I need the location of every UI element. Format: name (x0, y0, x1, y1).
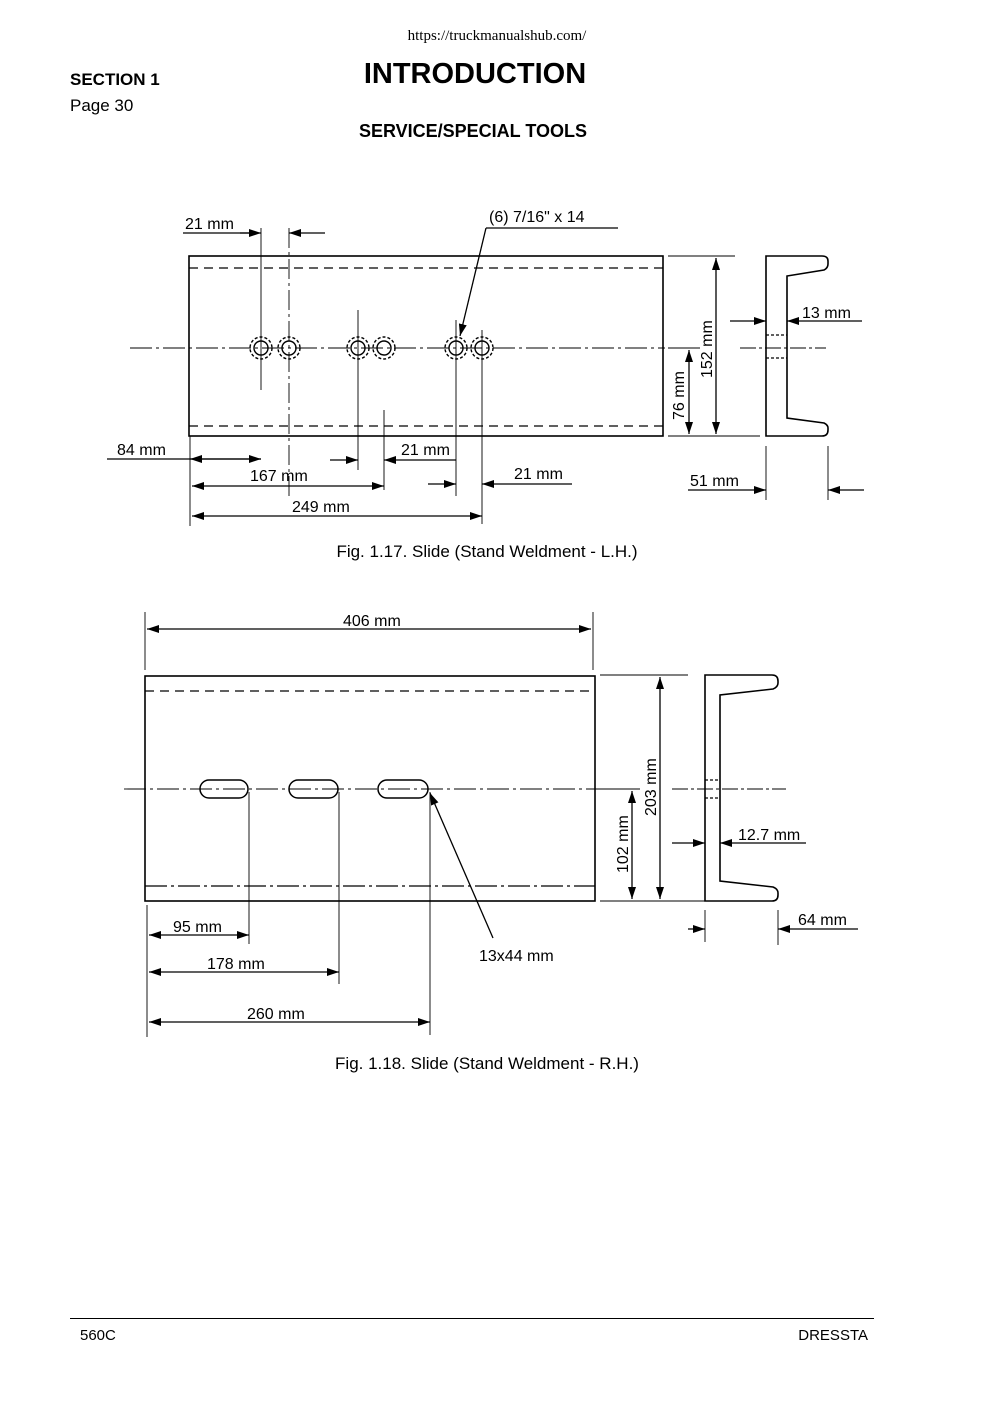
lh-dim-76: 76 mm (671, 371, 688, 420)
lh-plate (188, 255, 664, 437)
rh-slot-label: 13x44 mm (479, 948, 554, 965)
lh-dim-21-right: 21 mm (514, 466, 563, 483)
lh-dim-13: 13 mm (802, 305, 851, 322)
rh-dim-102: 102 mm (615, 815, 632, 873)
lh-channel-profile (765, 255, 829, 437)
rh-slots (199, 779, 429, 799)
lh-holes-label: (6) 7/16" x 14 (489, 209, 585, 226)
rh-dim-406: 406 mm (343, 613, 401, 630)
rh-dim-64: 64 mm (798, 912, 847, 929)
section-label: SECTION 1 (70, 70, 160, 89)
footer-brand: DRESSTA (798, 1327, 868, 1344)
figure-lh-drawing (107, 227, 864, 526)
lh-dim-167: 167 mm (250, 468, 308, 485)
lh-dim-51: 51 mm (690, 473, 739, 490)
rh-dim-12-7: 12.7 mm (738, 827, 800, 844)
page-subtitle: SERVICE/SPECIAL TOOLS (358, 121, 588, 141)
footer-model: 560C (80, 1327, 116, 1344)
rh-dim-203: 203 mm (643, 758, 660, 816)
figure-rh-drawing (124, 612, 858, 1037)
figure-rh-caption: Fig. 1.18. Slide (Stand Weldment - R.H.) (335, 1054, 639, 1073)
lh-dim-21-mid: 21 mm (401, 442, 450, 459)
lh-dim-21-top: 21 mm (185, 216, 234, 233)
lh-dim-84: 84 mm (117, 442, 166, 459)
rh-dim-260: 260 mm (247, 1006, 305, 1023)
page-number: Page 30 (70, 96, 134, 115)
rh-channel-profile (704, 674, 779, 902)
source-url: https://truckmanualshub.com/ (407, 28, 587, 44)
lh-dim-152: 152 mm (699, 320, 716, 378)
rh-dim-95: 95 mm (173, 919, 222, 936)
rh-dim-178: 178 mm (207, 956, 265, 973)
footer-rule (70, 1318, 874, 1319)
page-title: INTRODUCTION (363, 58, 587, 90)
rh-plate (144, 675, 596, 902)
lh-holes (249, 336, 494, 360)
lh-dim-249: 249 mm (292, 499, 350, 516)
figure-lh-caption: Fig. 1.17. Slide (Stand Weldment - L.H.) (336, 542, 638, 561)
